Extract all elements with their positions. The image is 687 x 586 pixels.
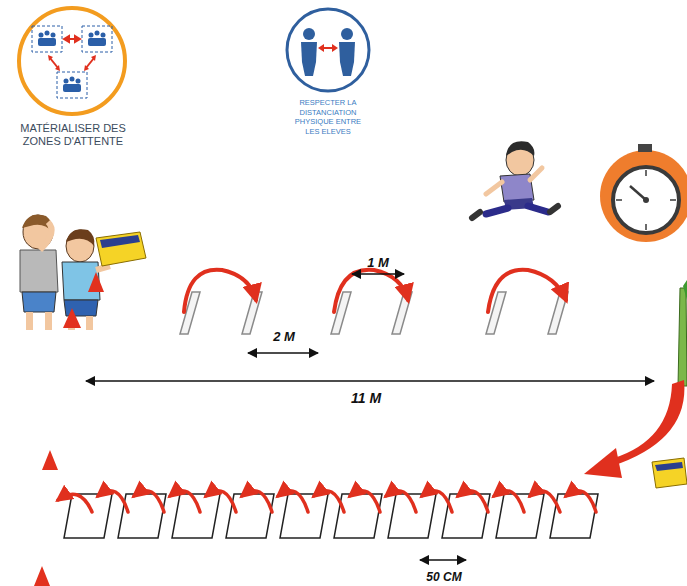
- finish-box: [652, 458, 687, 488]
- badge-caption: RESPECTER LA DISTANCIATION PHYSIQUE ENTR…: [280, 98, 376, 136]
- dimension-lines: [86, 274, 654, 560]
- stopwatch: [600, 144, 687, 242]
- badge-icon: [280, 6, 376, 96]
- dimension-label: 2 M: [273, 329, 295, 344]
- cone: [88, 272, 104, 292]
- children-waiting: [20, 215, 110, 331]
- badge-icon: [14, 4, 130, 118]
- jump-arrows: [184, 270, 566, 312]
- hurdles: [180, 292, 568, 334]
- cone: [63, 308, 81, 328]
- flag: [678, 280, 687, 386]
- waiting-zone-badge: MATÉRIALISER DES ZONES D'ATTENTE: [14, 4, 132, 152]
- hop-arrows: [58, 491, 596, 512]
- cone: [42, 450, 58, 470]
- running-child: [472, 141, 558, 218]
- badge-caption: MATÉRIALISER DES ZONES D'ATTENTE: [14, 122, 132, 148]
- dimension-label: 11 M: [351, 390, 381, 406]
- distancing-badge: RESPECTER LA DISTANCIATION PHYSIQUE ENTR…: [280, 6, 376, 146]
- dimension-label: 1 M: [367, 255, 389, 270]
- start-box: [96, 232, 146, 266]
- cone: [34, 566, 50, 586]
- dimension-label: 50 CM: [426, 570, 461, 584]
